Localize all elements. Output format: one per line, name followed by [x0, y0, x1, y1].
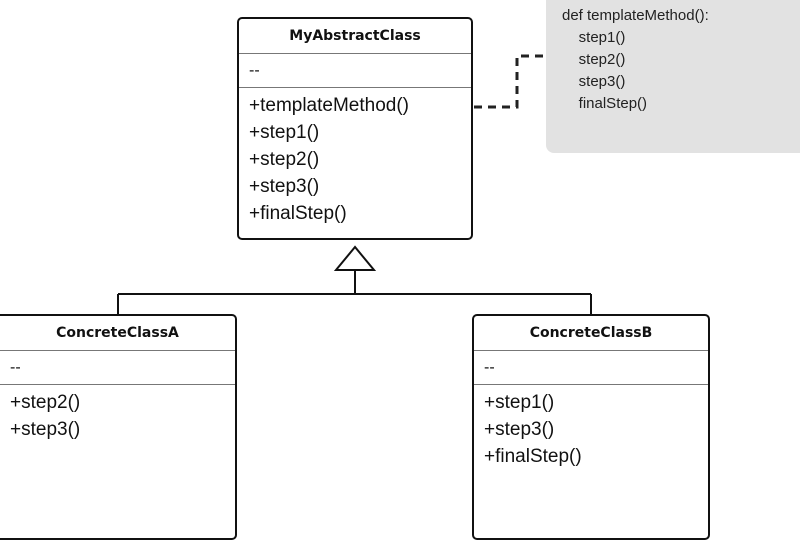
- note-line: step2(): [562, 51, 626, 68]
- method-final-step: +finalStep(): [249, 203, 347, 224]
- concrete-class-a-box: ConcreteClassA -- +step2() +step3(): [0, 314, 237, 540]
- concrete-class-a-name: ConcreteClassA: [0, 316, 235, 351]
- method-step1: +step1(): [484, 392, 555, 413]
- abstract-class-methods: +templateMethod() +step1() +step2() +ste…: [239, 88, 471, 227]
- concrete-class-a-attributes: --: [0, 351, 235, 385]
- concrete-class-b-name: ConcreteClassB: [474, 316, 708, 351]
- note-line: step1(): [562, 29, 626, 46]
- note-connector-dashed-line: [474, 54, 546, 109]
- method-step1: +step1(): [249, 122, 320, 143]
- method-final-step: +finalStep(): [484, 446, 582, 467]
- method-step2: +step2(): [249, 149, 320, 170]
- template-method-code-note: def templateMethod(): step1() step2() st…: [546, 0, 800, 153]
- concrete-class-b-box: ConcreteClassB -- +step1() +step3() +fin…: [472, 314, 710, 540]
- concrete-class-b-methods: +step1() +step3() +finalStep(): [474, 385, 708, 470]
- note-line: def templateMethod():: [562, 7, 709, 24]
- abstract-class-name: MyAbstractClass: [239, 19, 471, 54]
- method-step3: +step3(): [10, 419, 81, 440]
- concrete-class-a-methods: +step2() +step3(): [0, 385, 235, 443]
- concrete-class-b-attributes: --: [474, 351, 708, 385]
- abstract-class-box: MyAbstractClass -- +templateMethod() +st…: [237, 17, 473, 240]
- note-line: step3(): [562, 73, 626, 90]
- method-template-method: +templateMethod(): [249, 95, 409, 116]
- method-step2: +step2(): [10, 392, 81, 413]
- note-line: finalStep(): [562, 95, 648, 112]
- method-step3: +step3(): [249, 176, 320, 197]
- abstract-class-attributes: --: [239, 54, 471, 88]
- method-step3: +step3(): [484, 419, 555, 440]
- generalization-arrowhead: [333, 245, 377, 271]
